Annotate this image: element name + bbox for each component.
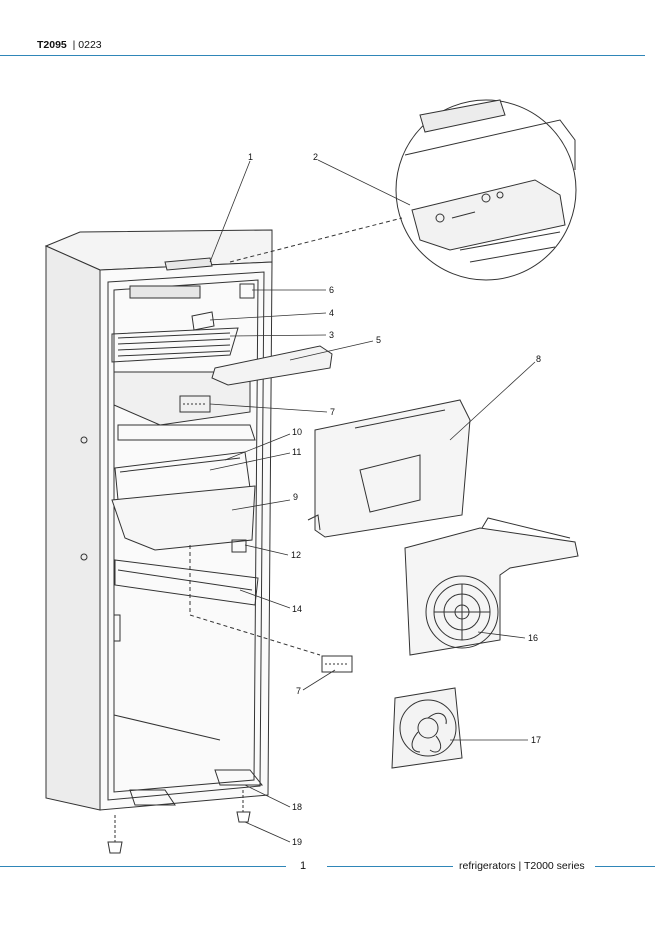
callout-5: 5 [376,335,381,345]
callout-17: 17 [531,735,541,745]
callout-3: 3 [329,330,334,340]
callout-leaders [209,159,536,843]
callout-1: 1 [248,152,253,162]
callout-10: 10 [292,427,302,437]
refrigerator-cabinet [44,229,273,854]
part-5-cover [211,345,333,386]
callout-2: 2 [313,152,318,162]
callout-16: 16 [528,633,538,643]
footer-rule-middle [327,866,453,867]
callout-19: 19 [292,837,302,847]
document-code: T2095 [37,39,67,51]
page-number: 1 [300,860,307,872]
part-17-fan [391,687,463,769]
part-6-clip [239,283,255,299]
callout-11: 11 [292,447,301,457]
footer-rule-right [595,866,655,867]
part-12 [231,539,247,553]
callout-8: 8 [536,354,541,364]
callout-9: 9 [293,492,298,502]
callout-14: 14 [292,604,302,614]
part-8-door-panel [307,399,471,538]
part-4-cover [191,311,215,331]
callout-6: 6 [329,285,334,295]
header-rule [0,55,645,56]
document-header: T2095 | 0223 [37,39,102,51]
footer-series-label: refrigerators | T2000 series [459,860,585,872]
part-7-lower [321,655,353,673]
detail-magnifier [395,99,577,281]
part-16-fan-assembly [404,517,579,656]
document-revision: | 0223 [72,39,102,51]
callout-labels: 1 2 3 4 5 6 7 7 8 9 10 11 12 14 16 17 18… [248,152,541,847]
callout-12: 12 [291,550,301,560]
callout-7-lower: 7 [296,686,301,696]
callout-18: 18 [292,802,302,812]
callout-4: 4 [329,308,334,318]
callout-7-upper: 7 [330,407,335,417]
footer-rule-left [0,866,286,867]
